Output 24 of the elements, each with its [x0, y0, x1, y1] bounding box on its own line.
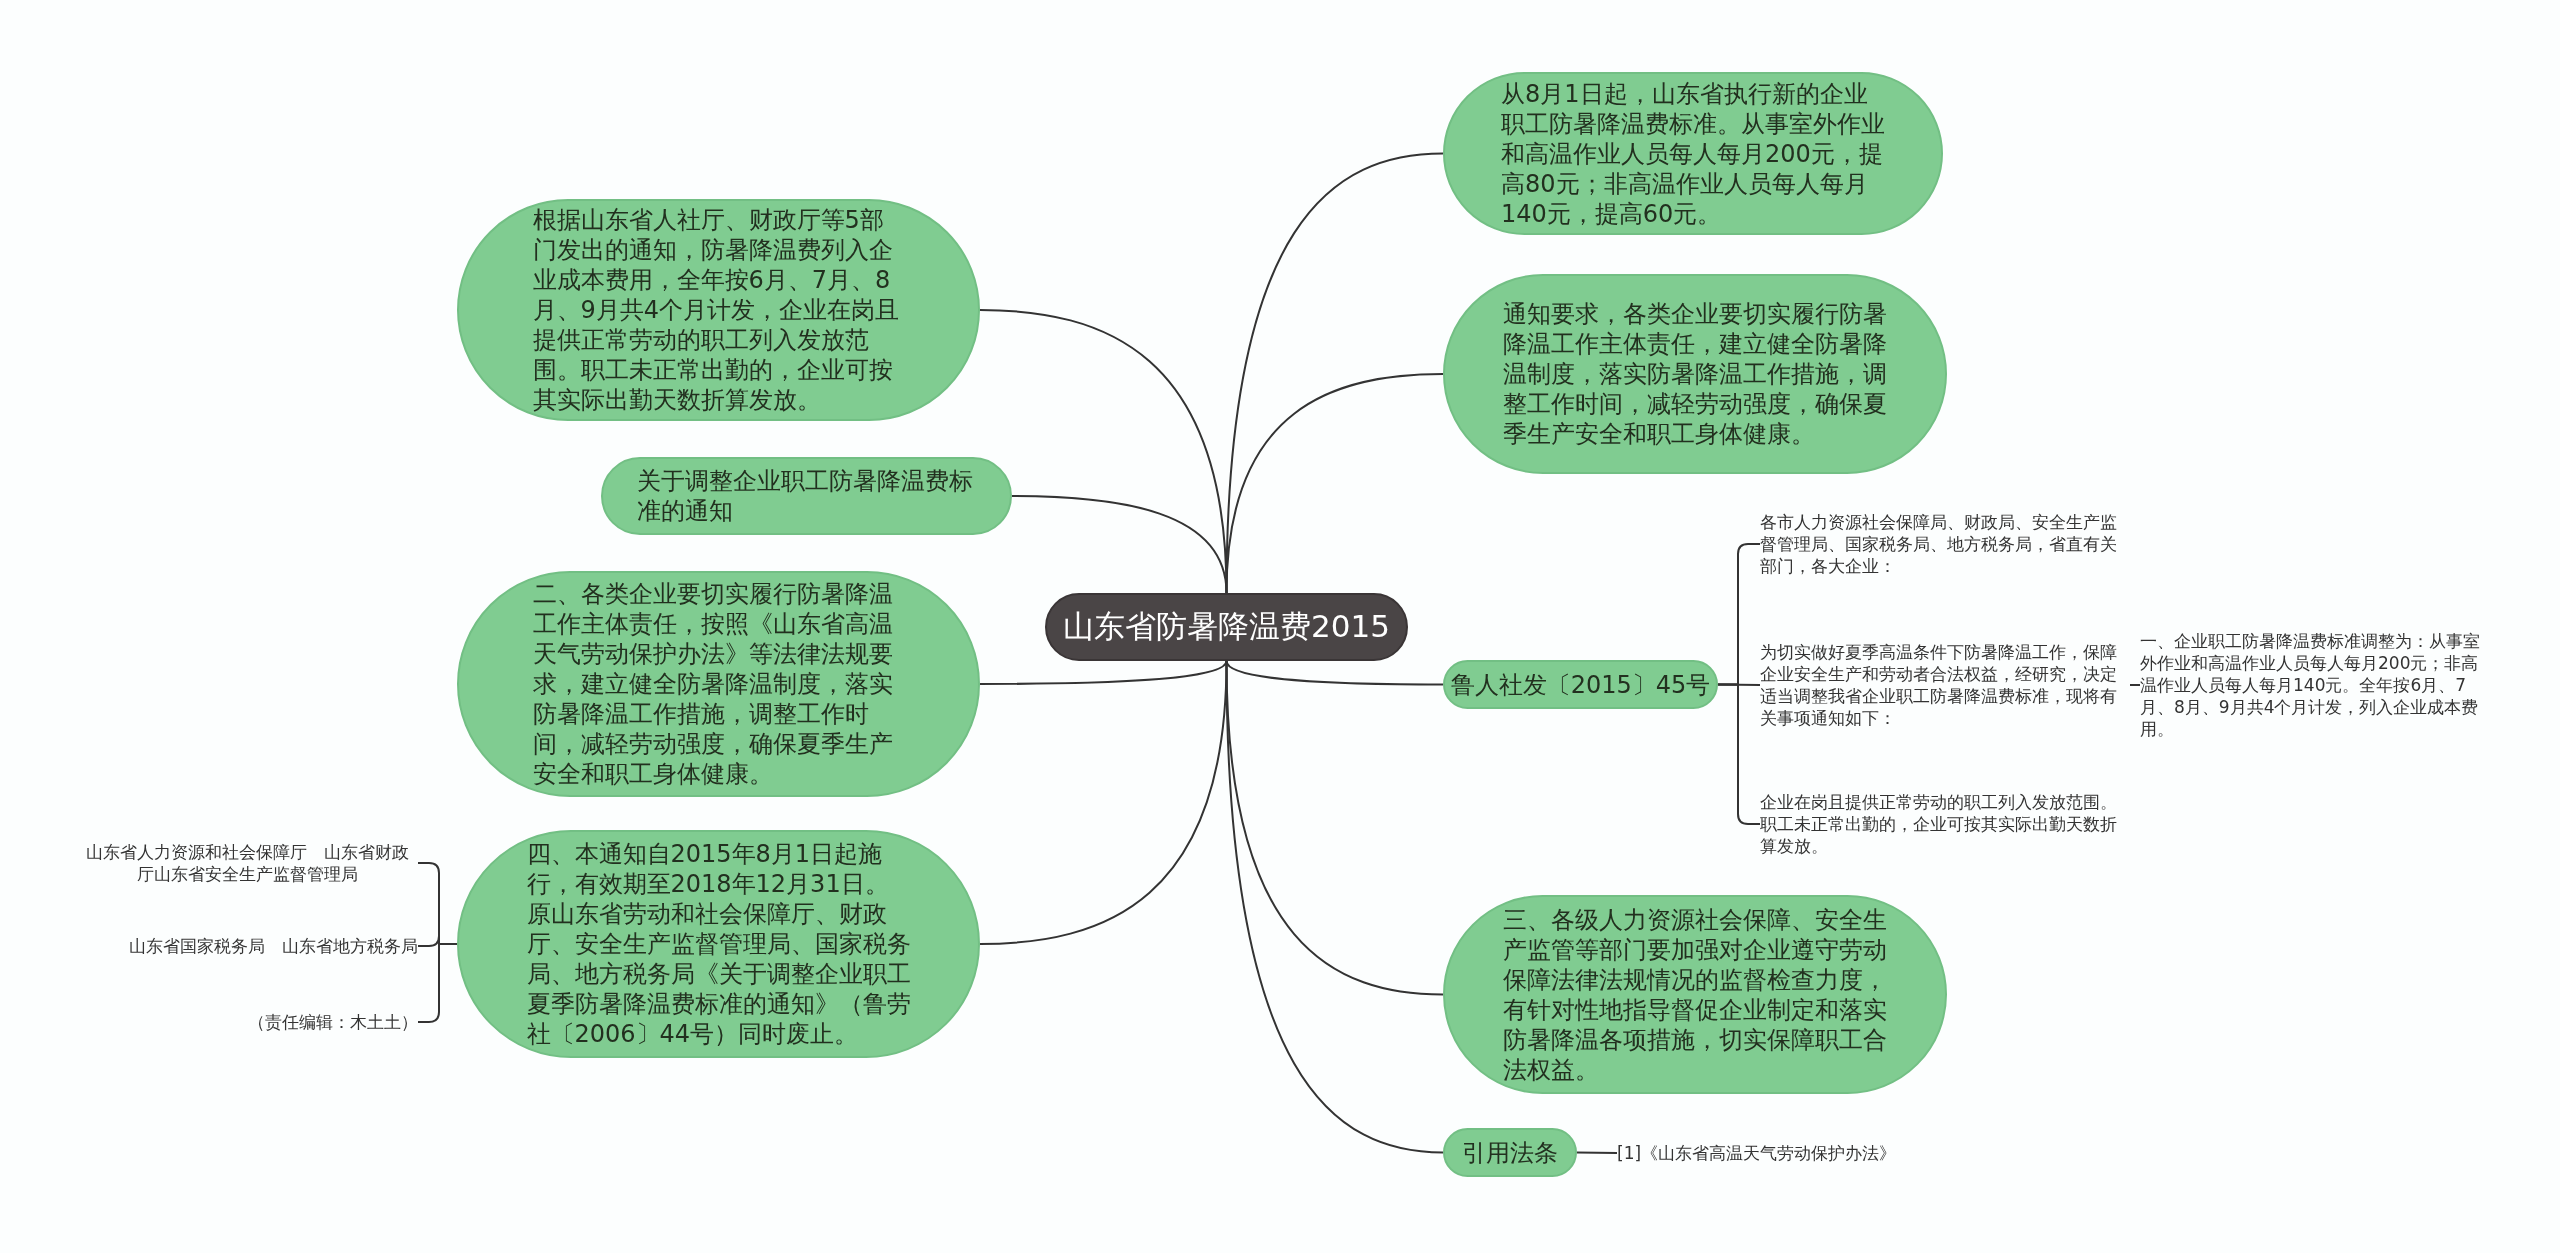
connector-line — [2129, 684, 2141, 686]
note-text: 为切实做好夏季高温条件下防暑降温工作，保障企业安全生产和劳动者合法权益，经研究，决定适当调整我省企业职工防暑降温费标准，现将有关事项通知如下： — [1760, 636, 2130, 734]
connector-line — [1225, 660, 1444, 1154]
topic-pill: 引用法条 — [1443, 1128, 1577, 1177]
note-text: 企业在岗且提供正常劳动的职工列入发放范围。职工未正常出勤的，企业可按其实际出勤天数折算发放。 — [1760, 788, 2130, 860]
topic-pill: 从8月1日起，山东省执行新的企业职工防暑降温费标准。从事室外作业和高温作业人员每人每月200元，提高80元；非高温作业人员每人每月140元，提高60元。 — [1443, 72, 1943, 235]
note-text: 山东省人力资源和社会保障厅 山东省财政厅山东省安全生产监督管理局 — [82, 838, 418, 888]
note-text: 山东省国家税务局 山东省地方税务局 — [110, 934, 418, 958]
topic-pill: 通知要求，各类企业要切实履行防暑降温工作主体责任，建立健全防暑降温制度，落实防暑降温工作措施，调整工作时间，减轻劳动强度，确保夏季生产安全和职工身体健康。 — [1443, 274, 1947, 474]
topic-pill: 三、各级人力资源社会保障、安全生产监管等部门要加强对企业遵守劳动保障法律法规情况的监督检查力度，有针对性地指导督促企业制定和落实防暑降温各项措施，切实保障职工合法权益。 — [1443, 895, 1947, 1094]
connector-line — [1576, 1151, 1618, 1154]
note-text: 一、企业职工防暑降温费标准调整为：从事室外作业和高温作业人员每人每月200元；非高温作业人员每人每月140元。全年按6月、7月、8月、9月共4个月计发，列入企业成本费用。 — [2140, 630, 2490, 740]
connector-line — [1225, 373, 1444, 594]
topic-pill: 关于调整企业职工防暑降温费标准的通知 — [601, 457, 1012, 535]
topic-pill: 四、本通知自2015年8月1日起施行，有效期至2018年12月31日。原山东省劳动和社会保障厅、财政厅、安全生产监督管理局、国家税务局、地方税务局《关于调整企业职工夏季防暑降温费标准的通知》（鲁劳社〔2006〕44号）同时废止。 — [457, 830, 980, 1058]
note-text: [1]《山东省高温天气劳动保护办法》 — [1617, 1140, 1917, 1166]
note-text: （责任编辑：木土土） — [220, 1010, 418, 1034]
note-text: 各市人力资源社会保障局、财政局、安全生产监督管理局、国家税务局、地方税务局，省直有关部门，各大企业： — [1760, 506, 2130, 582]
connector-line — [979, 660, 1228, 945]
central-topic: 山东省防暑降温费2015 — [1045, 593, 1408, 661]
connector-line — [1011, 495, 1228, 594]
topic-pill: 鲁人社发〔2015〕45号 — [1443, 660, 1718, 709]
topic-pill: 二、各类企业要切实履行防暑降温工作主体责任，按照《山东省高温天气劳动保护办法》等法律法规要求，建立健全防暑降温制度，落实防暑降温工作措施，调整工作时间，减轻劳动强度，确保夏季生产安全和职工身体健康。 — [457, 571, 980, 797]
topic-pill: 根据山东省人社厅、财政厅等5部门发出的通知，防暑降温费列入企业成本费用，全年按6月、7月、8月、9月共4个月计发，企业在岗且提供正常劳动的职工列入发放范围。职工未正常出勤的，企业可按其实际出勤天数折算发放。 — [457, 199, 980, 421]
